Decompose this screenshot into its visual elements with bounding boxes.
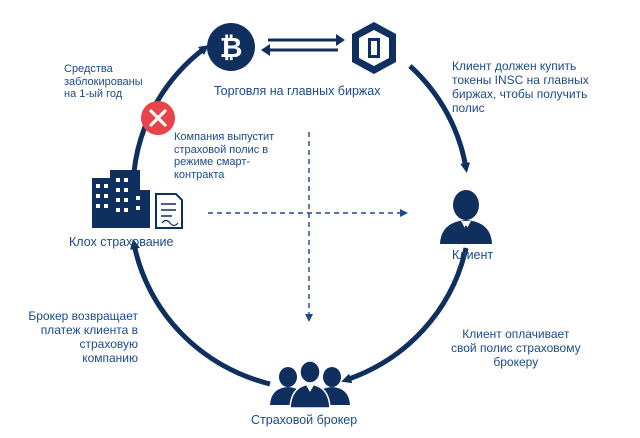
arrow-broker-to-insurer	[130, 239, 271, 387]
arrow-exchange-to-client	[408, 64, 471, 173]
businessman-icon	[440, 190, 492, 244]
arrow-client-to-broker	[341, 247, 469, 384]
note-client-pays: Клиент оплачивает свой полис страховому …	[451, 327, 581, 369]
bitcoin-icon: ₿	[207, 23, 255, 71]
exchange-label: Торговля на главных биржах	[214, 84, 381, 98]
note-broker-returns: Брокер возвращает платеж клиента в страх…	[28, 309, 138, 365]
document-icon	[155, 193, 183, 229]
insurer-label: Клох страхование	[69, 235, 174, 249]
exchange-double-arrow	[261, 34, 345, 56]
client-label: Клиент	[452, 248, 494, 262]
svg-text:₿: ₿	[220, 32, 243, 63]
buildings-icon	[92, 170, 150, 228]
insc-token-icon	[352, 22, 396, 74]
note-client-buys: Клиент должен купить токены INSC на глав…	[452, 59, 589, 115]
broker-label: Страховой брокер	[251, 413, 358, 427]
blocked-cross-icon	[141, 101, 175, 135]
note-funds-locked: Средства заблокированы на 1-ый год	[64, 63, 143, 100]
note-smart-contract: Компания выпустит страховой полис в режи…	[174, 131, 275, 181]
people-group-icon	[270, 360, 350, 409]
